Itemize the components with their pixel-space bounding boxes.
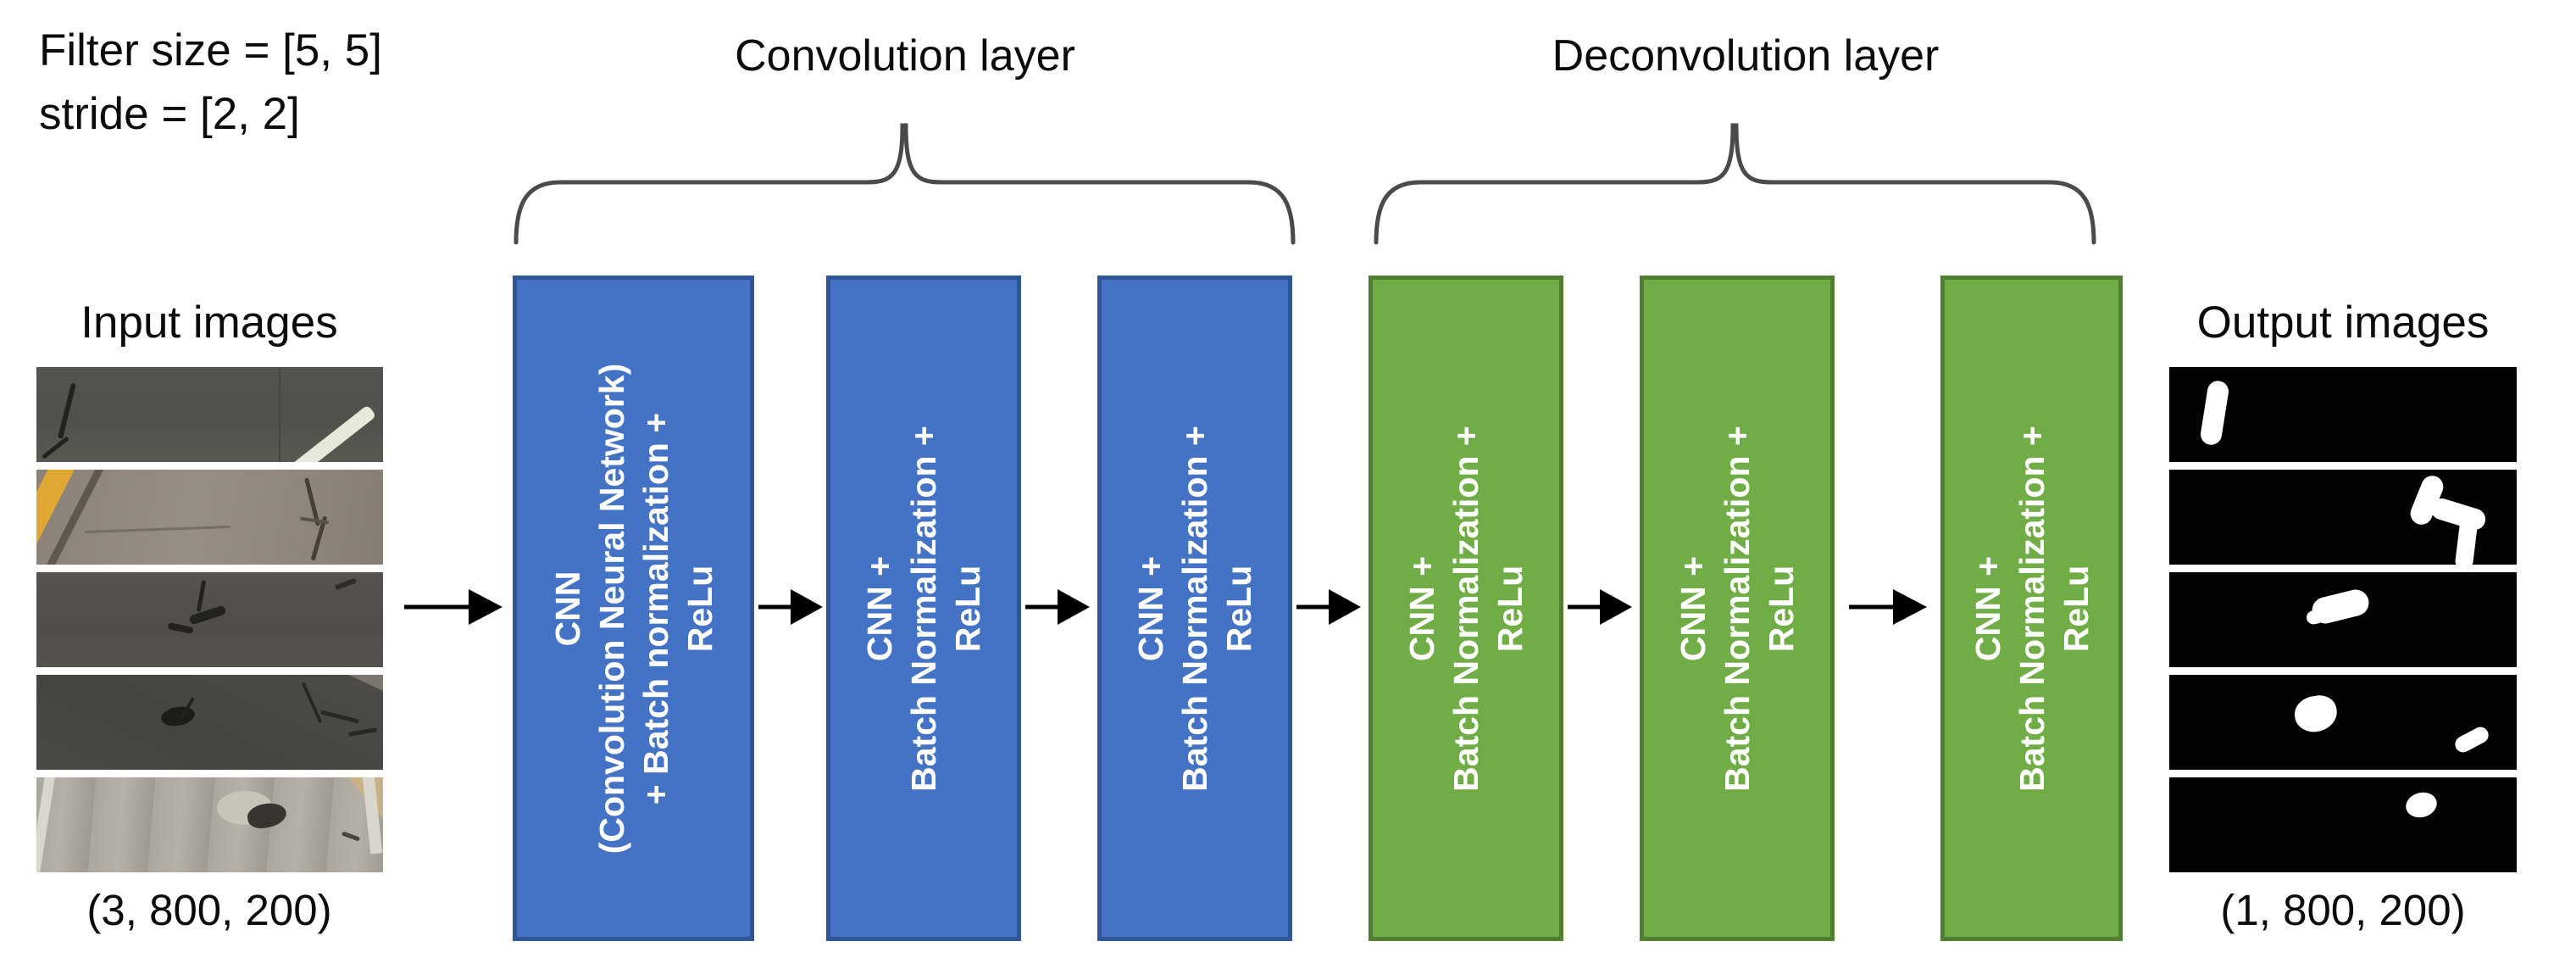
deconv-block-3-label: CNN + Batch Normalization + ReLu <box>1966 282 2098 935</box>
box-label-line: Batch Normalization + <box>1175 425 1214 792</box>
box-label-line: CNN + <box>860 555 899 661</box>
box-label-line: CNN <box>547 571 587 646</box>
output-shape-label: (1, 800, 200) <box>2220 886 2466 934</box>
conv-block-3-label: CNN + Batch Normalization + ReLu <box>1129 282 1261 935</box>
conv-block-1-label: CNN (Convolution Neural Network) + Batch… <box>546 282 722 935</box>
deconv-block-2: CNN + Batch Normalization + ReLu <box>1640 276 1835 941</box>
conv-block-2-label: CNN + Batch Normalization + ReLu <box>858 282 990 935</box>
box-label-line: ReLu <box>1219 565 1258 652</box>
input-photo-5 <box>36 777 383 872</box>
crack-blob <box>2428 496 2488 533</box>
input-shape-label: (3, 800, 200) <box>86 886 332 934</box>
box-label-line: Batch Normalization + <box>1446 425 1485 792</box>
box-label-line: ReLu <box>948 565 987 652</box>
output-mask-2 <box>2169 470 2517 565</box>
box-label-line: Batch Normalization + <box>1718 425 1757 792</box>
deconv-block-1: CNN + Batch Normalization + ReLu <box>1368 276 1563 941</box>
conv-block-3: CNN + Batch Normalization + ReLu <box>1097 276 1292 941</box>
convolution-brace-icon <box>514 123 1296 245</box>
crack-blob <box>2402 788 2440 821</box>
stride-text: stride = [2, 2] <box>39 89 300 140</box>
box-label-line: (Convolution Neural Network) <box>591 363 631 854</box>
output-mask-4 <box>2169 675 2517 770</box>
deconv-block-2-label: CNN + Batch Normalization + ReLu <box>1671 282 1803 935</box>
convolution-layer-label: Convolution layer <box>735 31 1075 81</box>
input-photo-4 <box>36 675 383 770</box>
output-mask-3 <box>2169 572 2517 667</box>
box-label-line: CNN + <box>1402 555 1441 661</box>
flow-arrow-icon-1 <box>404 589 502 625</box>
box-label-line: ReLu <box>1491 565 1530 652</box>
crack-blob <box>2452 724 2492 755</box>
input-images-title: Input images <box>80 298 338 348</box>
deconv-block-1-label: CNN + Batch Normalization + ReLu <box>1400 282 1532 935</box>
output-mask-1 <box>2169 367 2517 462</box>
filter-size-text: Filter size = [5, 5] <box>39 25 383 75</box>
conv-block-2: CNN + Batch Normalization + ReLu <box>826 276 1021 941</box>
input-photo-1 <box>36 367 383 462</box>
crack-blob <box>2199 379 2230 447</box>
box-label-line: CNN + <box>1968 555 2007 661</box>
box-label-line: ReLu <box>680 565 719 652</box>
box-label-line: ReLu <box>2056 565 2096 652</box>
flow-arrow-icon-2 <box>758 589 823 625</box>
input-photo-3 <box>36 572 383 667</box>
box-label-line: ReLu <box>1762 565 1801 652</box>
crack-blob <box>2291 692 2340 735</box>
flow-arrow-icon-4 <box>1296 589 1361 625</box>
deconv-block-3: CNN + Batch Normalization + ReLu <box>1940 276 2123 941</box>
box-label-line: CNN + <box>1674 555 1713 661</box>
box-label-line: + Batch normalization + <box>636 412 675 805</box>
conv-block-1: CNN (Convolution Neural Network) + Batch… <box>513 276 754 941</box>
box-label-line: Batch Normalization + <box>904 425 943 792</box>
output-images-title: Output images <box>2196 298 2490 348</box>
box-label-line: CNN + <box>1131 555 1170 661</box>
hyperparameters-note: Filter size = [5, 5] stride = [2, 2] <box>39 19 382 147</box>
output-mask-5 <box>2169 777 2517 872</box>
box-label-line: Batch Normalization + <box>2012 425 2051 792</box>
deconvolution-brace-icon <box>1374 123 2096 245</box>
flow-arrow-icon-6 <box>1849 589 1927 625</box>
flow-arrow-icon-3 <box>1025 589 1090 625</box>
input-photo-2 <box>36 470 383 565</box>
deconvolution-layer-label: Deconvolution layer <box>1552 31 1940 81</box>
flow-arrow-icon-5 <box>1568 589 1632 625</box>
